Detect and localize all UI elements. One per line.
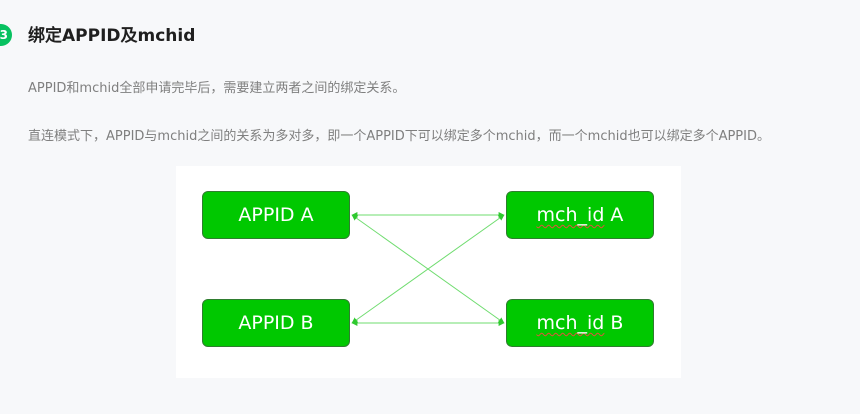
node-appid-b-label: APPID B xyxy=(238,312,314,334)
step-number: 3 xyxy=(0,28,8,42)
node-appid-a: APPID A xyxy=(202,191,350,239)
step-number-badge: 3 xyxy=(0,24,12,46)
node-mch-id-b: mch_id B xyxy=(506,299,654,347)
intro-paragraph: APPID和mchid全部申请完毕后，需要建立两者之间的绑定关系。 xyxy=(28,81,406,96)
node-mch-id-b-word: mch_id xyxy=(536,312,605,334)
node-mch-id-a: mch_id A xyxy=(506,191,654,239)
node-mch-id-b-suffix: B xyxy=(604,312,624,334)
relationship-paragraph: 直连模式下，APPID与mchid之间的关系为多对多，即一个APPID下可以绑定… xyxy=(28,129,770,144)
edge-appid-b-mch-a xyxy=(351,214,505,324)
node-mch-id-a-word: mch_id xyxy=(536,204,605,226)
diagram-edges xyxy=(351,212,505,326)
node-appid-b: APPID B xyxy=(202,299,350,347)
node-mch-id-a-suffix: A xyxy=(604,204,624,226)
binding-diagram: APPID A APPID B mch_id A mch_id B xyxy=(176,166,681,378)
section-title: 绑定APPID及mchid xyxy=(28,26,196,46)
node-appid-a-label: APPID A xyxy=(238,204,314,226)
